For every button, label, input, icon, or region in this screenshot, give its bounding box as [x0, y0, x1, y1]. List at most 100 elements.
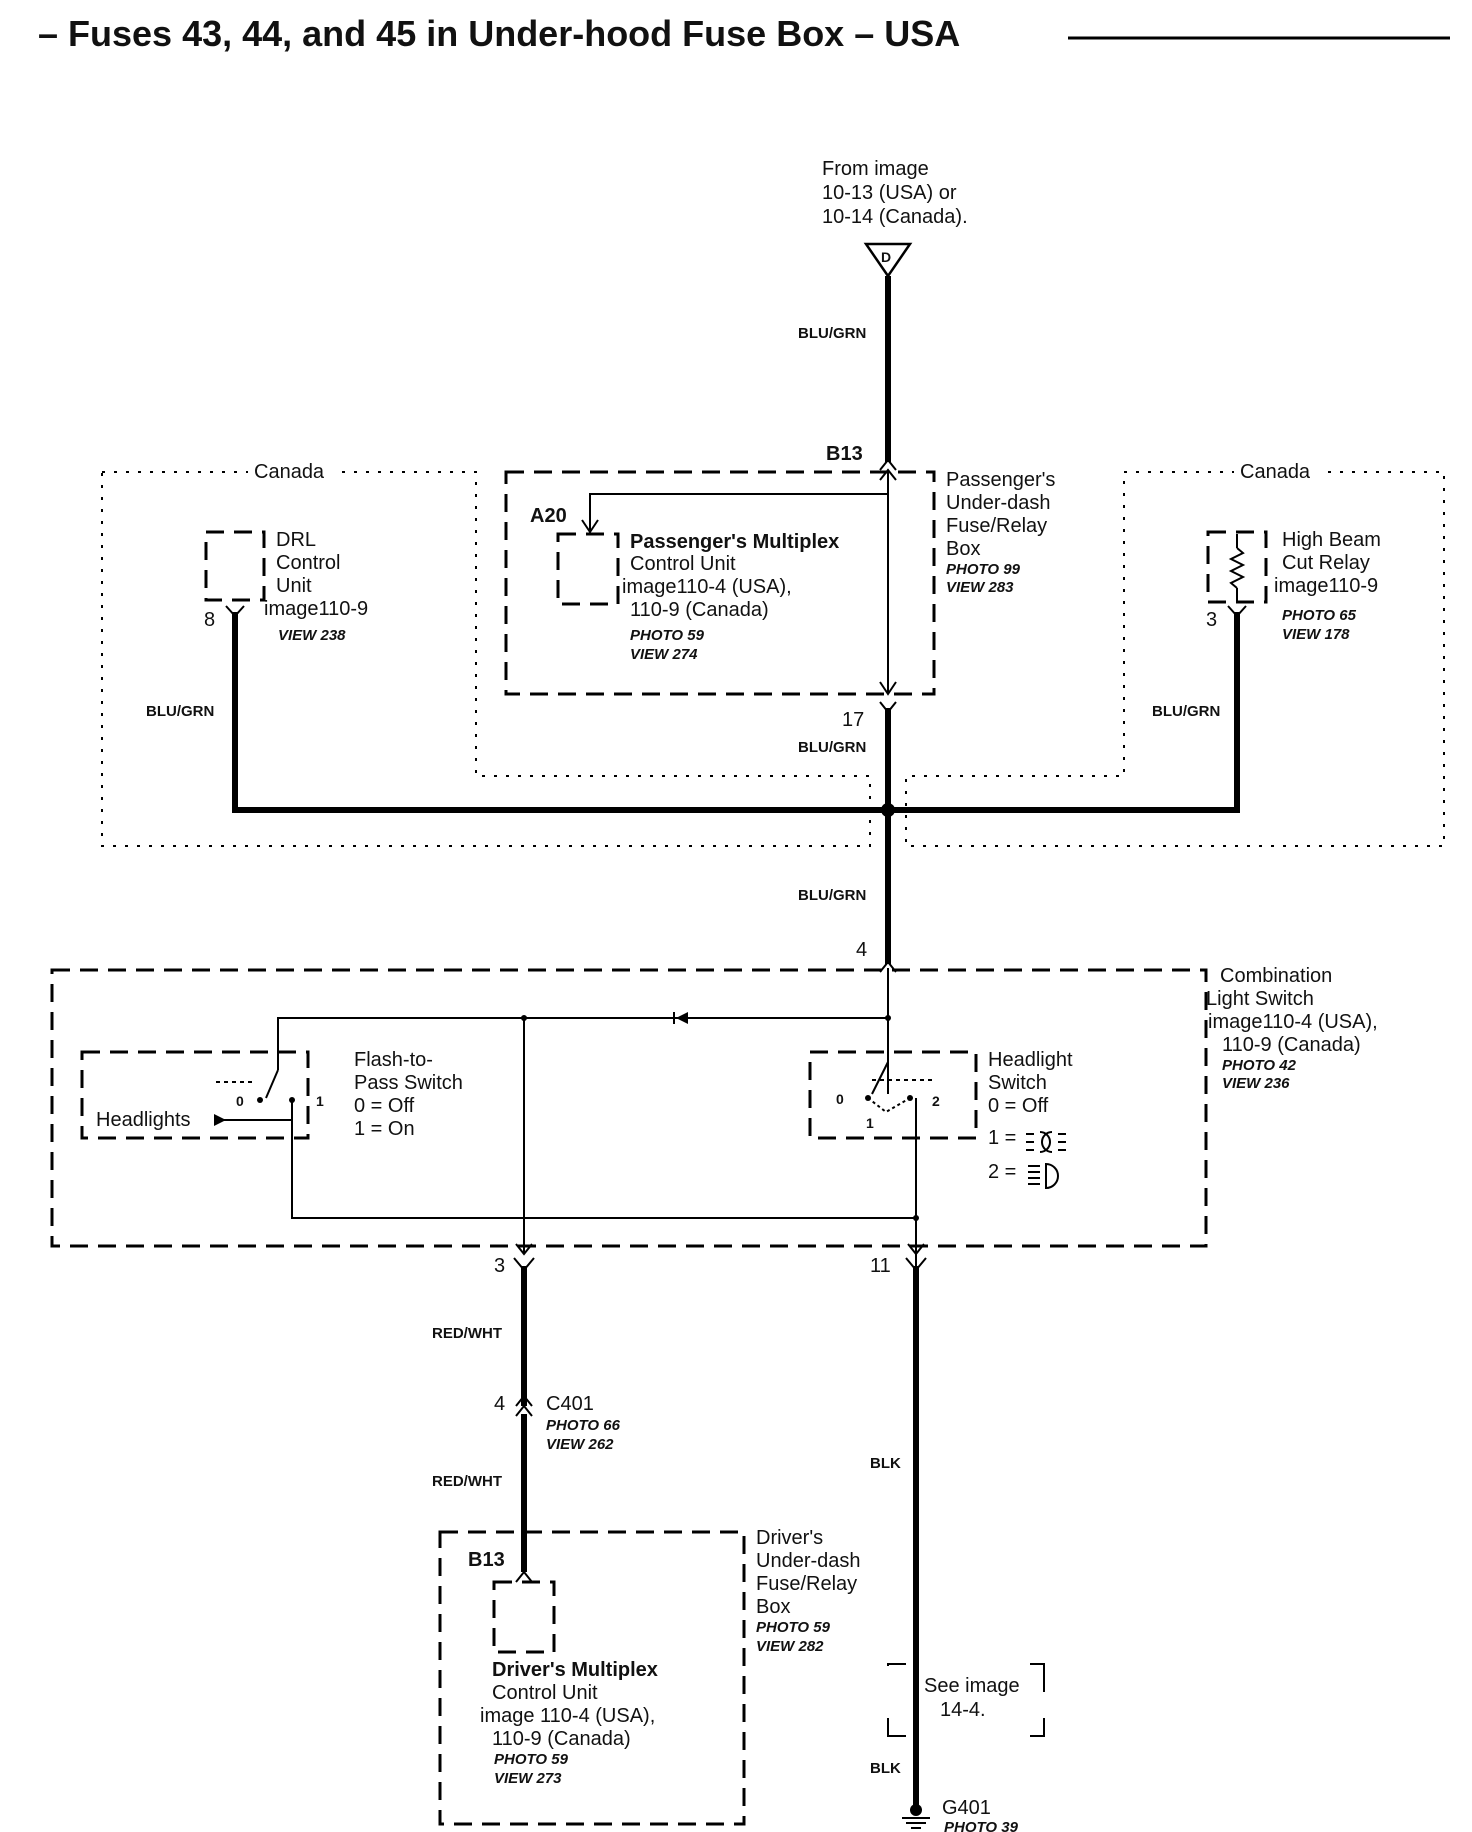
svg-text:110-9 (Canada): 110-9 (Canada): [1222, 1034, 1361, 1056]
svg-text:See image: See image: [924, 1675, 1020, 1697]
svg-text:image 110-4 (USA),: image 110-4 (USA),: [480, 1705, 655, 1727]
ground-label: G401 PHOTO 39: [942, 1797, 1019, 1832]
svg-text:Under-dash: Under-dash: [946, 492, 1051, 514]
canada-label-right: Canada: [1240, 461, 1311, 483]
svg-text:Control: Control: [276, 552, 340, 574]
bus-diode-icon: [676, 1012, 688, 1024]
wire-label-high-beam: BLU/GRN: [1152, 703, 1220, 720]
hl-pos-2: 2: [932, 1093, 940, 1109]
svg-text:10-13 (USA) or: 10-13 (USA) or: [822, 182, 957, 204]
driver-box-label: Driver's Under-dash Fuse/Relay Box PHOTO…: [756, 1527, 861, 1655]
svg-text:From image: From image: [822, 158, 929, 180]
driver-under-dash-box: [438, 1530, 746, 1826]
wire-drl: [232, 612, 888, 813]
combination-switch-label: Combination Light Switch image110-4 (USA…: [1206, 965, 1378, 1092]
terminal-a20: A20: [530, 505, 567, 527]
svg-text:Control Unit: Control Unit: [630, 553, 736, 575]
svg-text:Passenger's: Passenger's: [946, 469, 1055, 491]
wire-label-mid: BLU/GRN: [798, 739, 866, 756]
hl-pos-1: 1: [866, 1115, 874, 1131]
svg-text:2 =: 2 =: [988, 1161, 1016, 1183]
svg-text:1 =: 1 =: [988, 1127, 1016, 1149]
terminal-3: 3: [494, 1255, 505, 1277]
svg-text:110-9 (Canada): 110-9 (Canada): [630, 599, 769, 621]
svg-text:DRL: DRL: [276, 529, 316, 551]
svg-text:Combination: Combination: [1220, 965, 1332, 987]
flash-switch-blade: [265, 1069, 279, 1099]
terminal-4: 4: [856, 939, 867, 961]
flash-to-pass-label: Flash-to- Pass Switch 0 = Off 1 = On: [354, 1049, 463, 1140]
terminal-17: 17: [842, 709, 864, 731]
svg-text:VIEW 262: VIEW 262: [546, 1436, 614, 1453]
svg-text:VIEW 178: VIEW 178: [1282, 626, 1350, 643]
svg-text:PHOTO 66: PHOTO 66: [546, 1417, 621, 1434]
svg-text:PHOTO 65: PHOTO 65: [1282, 607, 1357, 624]
svg-text:Fuse/Relay: Fuse/Relay: [756, 1573, 857, 1595]
svg-text:VIEW 236: VIEW 236: [1222, 1075, 1290, 1092]
svg-text:110-9 (Canada): 110-9 (Canada): [492, 1728, 631, 1750]
passenger-mcu-label: Passenger's Multiplex Control Unit image…: [622, 531, 839, 663]
svg-text:VIEW 274: VIEW 274: [630, 646, 698, 663]
svg-text:Cut Relay: Cut Relay: [1282, 552, 1370, 574]
page-title: – Fuses 43, 44, and 45 in Under-hood Fus…: [38, 13, 960, 54]
svg-text:14-4.: 14-4.: [940, 1699, 986, 1721]
svg-text:0 = Off: 0 = Off: [354, 1095, 415, 1117]
terminal-11: 11: [870, 1255, 891, 1277]
drl-label: DRL Control Unit image110-9 VIEW 238: [264, 529, 368, 644]
svg-text:VIEW 238: VIEW 238: [278, 627, 346, 644]
svg-text:Control Unit: Control Unit: [492, 1682, 598, 1704]
svg-text:Box: Box: [756, 1596, 790, 1618]
svg-text:PHOTO 59: PHOTO 59: [494, 1751, 569, 1768]
relay-coil-icon: [1228, 547, 1246, 589]
svg-text:VIEW 283: VIEW 283: [946, 579, 1014, 596]
svg-text:Light Switch: Light Switch: [1206, 988, 1314, 1010]
svg-text:C401: C401: [546, 1393, 594, 1415]
svg-text:image110-4 (USA),: image110-4 (USA),: [622, 576, 792, 598]
b13-connector-mark: [879, 458, 897, 471]
svg-text:PHOTO 59: PHOTO 59: [630, 627, 705, 644]
svg-text:VIEW 282: VIEW 282: [756, 1638, 824, 1655]
svg-text:image110-9: image110-9: [1274, 575, 1378, 597]
svg-text:Driver's Multiplex: Driver's Multiplex: [492, 1659, 658, 1681]
svg-text:Box: Box: [946, 538, 980, 560]
svg-text:Fuse/Relay: Fuse/Relay: [946, 515, 1047, 537]
from-note: From image 10-13 (USA) or 10-14 (Canada)…: [822, 158, 968, 228]
headlight-switch-label: Headlight Switch 0 = Off 1 = 2 =: [988, 1049, 1073, 1183]
drl-control-unit-box: [204, 530, 266, 602]
svg-text:Driver's: Driver's: [756, 1527, 823, 1549]
flash-to-pass-box: [80, 1050, 310, 1140]
a20-branch: [589, 493, 888, 530]
svg-text:0 = Off: 0 = Off: [988, 1095, 1049, 1117]
svg-text:VIEW 273: VIEW 273: [494, 1770, 562, 1787]
wire-label-top: BLU/GRN: [798, 325, 866, 342]
headlights-label: Headlights: [96, 1109, 191, 1131]
combination-switch-box: [50, 968, 1208, 1248]
svg-text:G401: G401: [942, 1797, 991, 1819]
wire-label-blk-lower: BLK: [870, 1760, 901, 1777]
headlight-icon: [1028, 1162, 1059, 1190]
driver-mcu-label: Driver's Multiplex Control Unit image 11…: [480, 1659, 658, 1787]
wire-label-blk-upper: BLK: [870, 1455, 901, 1472]
wire-label-switch: BLU/GRN: [798, 887, 866, 904]
svg-text:Unit: Unit: [276, 575, 312, 597]
canada-region-left: [101, 471, 871, 847]
svg-text:Flash-to-: Flash-to-: [354, 1049, 433, 1071]
flash-pos-0: 0: [236, 1093, 244, 1109]
wire-label-red-wht-upper: RED/WHT: [432, 1325, 502, 1342]
high-beam-label: High Beam Cut Relay image110-9 PHOTO 65 …: [1274, 529, 1381, 643]
svg-text:1 = On: 1 = On: [354, 1118, 415, 1140]
parking-light-icon: [1026, 1131, 1066, 1153]
terminal-3-relay: 3: [1206, 609, 1217, 631]
flash-pos-1: 1: [316, 1093, 324, 1109]
headlight-switch-box: [808, 1050, 978, 1140]
svg-text:D: D: [881, 249, 891, 265]
svg-text:PHOTO 99: PHOTO 99: [946, 561, 1021, 578]
svg-text:Headlight: Headlight: [988, 1049, 1073, 1071]
bus-arrow-bottom: [879, 681, 897, 696]
hl-pos-0: 0: [836, 1091, 844, 1107]
b13-driver-mark: [515, 1570, 533, 1583]
svg-text:Switch: Switch: [988, 1072, 1047, 1094]
connector-d: D: [863, 242, 913, 279]
flash-output-line: [291, 1120, 916, 1219]
